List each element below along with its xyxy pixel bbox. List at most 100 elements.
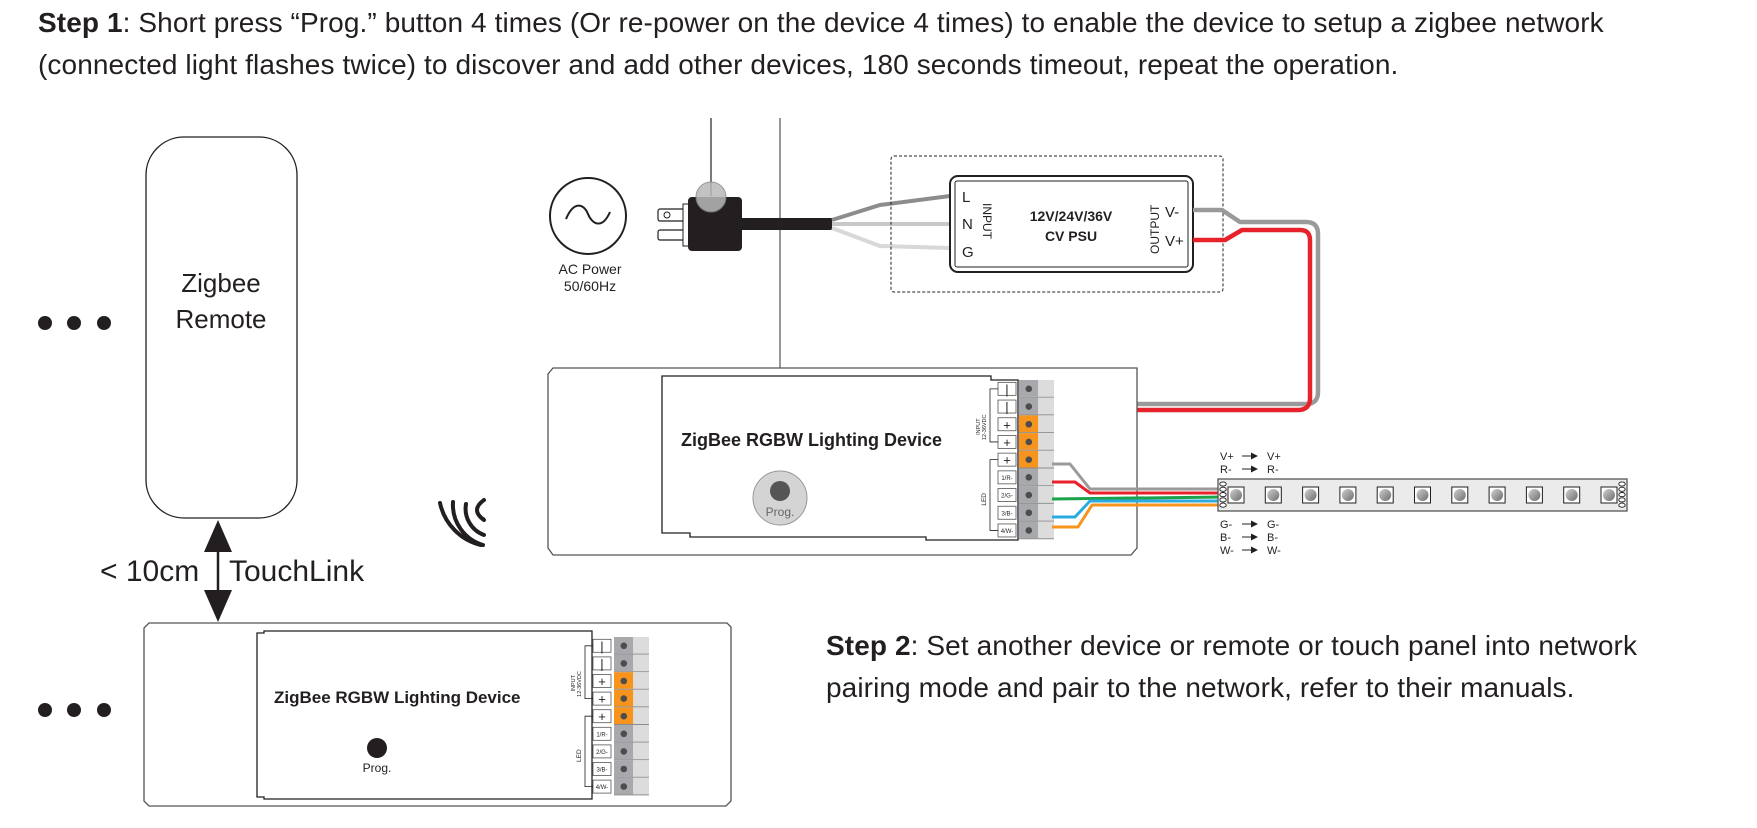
terminal-screw — [620, 765, 628, 773]
strip-mapping-row: B-B- — [1220, 532, 1278, 544]
terminal-label: | — [600, 639, 603, 654]
dc-wires — [1050, 207, 1321, 427]
psu-terminal-g: G — [962, 244, 974, 261]
terminal-label: 3/B- — [1001, 511, 1012, 517]
led-wires — [1051, 462, 1226, 529]
led-group-label: LED — [981, 493, 988, 506]
led-chip — [1302, 486, 1320, 504]
psu-output-label: OUTPUT — [1148, 204, 1162, 254]
led-chip — [1414, 486, 1431, 504]
led-chip — [1227, 486, 1245, 504]
terminal-6: 1/R- — [997, 468, 1054, 487]
sine-wave-icon — [565, 204, 611, 225]
terminal-label: 2/G- — [1001, 494, 1013, 500]
terminal-screw — [620, 642, 628, 650]
terminal-label: 2/G- — [596, 750, 608, 756]
prog-button[interactable]: Prog. — [752, 470, 808, 526]
psu-terminal-l: L — [962, 189, 970, 206]
terminal-5: + — [997, 450, 1054, 469]
svg-text:W-: W- — [1267, 545, 1281, 557]
terminal-label: + — [598, 674, 606, 689]
psu: L N G INPUT 12V/24V/36V CV PSU OUTPUT V-… — [890, 155, 1224, 293]
terminal-screw — [620, 695, 628, 702]
terminal-screw — [1025, 527, 1033, 534]
terminal-screw — [620, 712, 628, 720]
terminal-label: | — [600, 656, 603, 671]
svg-text:G-: G- — [1267, 519, 1280, 531]
svg-text:V+: V+ — [1220, 451, 1234, 463]
input-group-label: INPUT — [976, 418, 982, 435]
terminal-screw — [620, 730, 628, 738]
terminal-screw — [1025, 420, 1033, 428]
touchlink-distance: < 10cm — [100, 555, 199, 588]
terminal-label: + — [598, 709, 606, 724]
wireless-signal-icon — [438, 498, 486, 547]
psu-terminal-vplus: V+ — [1165, 233, 1184, 250]
terminal-2: | — [592, 654, 649, 673]
ac-power-source: AC Power 50/60Hz — [549, 177, 627, 294]
led-chip — [1488, 486, 1506, 504]
psu-type: CV PSU — [1045, 228, 1097, 244]
input-group-voltage: 12-36VDC — [577, 671, 583, 697]
terminal-8: 3/B- — [592, 760, 649, 778]
input-group-label: INPUT — [571, 674, 577, 691]
terminal-3: + — [997, 415, 1054, 434]
terminal-5: + — [592, 707, 649, 725]
svg-text:B-: B- — [1220, 532, 1231, 544]
step1-text: : Short press “Prog.” button 4 times (Or… — [38, 7, 1604, 80]
psu-terminal-n: N — [962, 216, 973, 233]
touchlink-label: TouchLink — [229, 555, 365, 588]
terminal-4: + — [997, 433, 1054, 451]
terminal-label: + — [1003, 435, 1011, 450]
terminal-label: 4/W- — [596, 785, 609, 791]
terminal-6: 1/R- — [592, 725, 649, 743]
device2-title: ZigBee RGBW Lighting Device — [274, 688, 521, 707]
strip-solder-pads-right — [1618, 481, 1626, 508]
step1-instructions: Step 1: Short press “Prog.” button 4 tim… — [38, 2, 1748, 86]
terminal-8: 3/B- — [997, 503, 1054, 522]
led-chip — [1451, 486, 1469, 504]
terminal-label: + — [1003, 453, 1011, 468]
terminal-screw — [620, 660, 628, 667]
svg-text:G-: G- — [1220, 519, 1233, 531]
psu-terminal-vminus: V- — [1165, 204, 1179, 221]
zigbee-remote: Zigbee Remote — [145, 136, 298, 519]
terminal-9: 4/W- — [592, 777, 649, 796]
svg-text:V+: V+ — [1267, 451, 1281, 463]
terminal-screw — [1025, 403, 1033, 410]
more-devices-dots-top — [38, 316, 111, 330]
arrow-right-icon — [1251, 546, 1258, 554]
strip-mapping-bottom: G-G-B-B-W-W- — [1220, 519, 1281, 557]
prog-button2-label: Prog. — [363, 761, 392, 775]
arrow-right-icon — [1251, 533, 1258, 541]
touchlink-arrow-icon — [204, 520, 232, 622]
terminal-label: 1/R- — [596, 732, 607, 738]
svg-text:R-: R- — [1220, 464, 1232, 476]
terminal-7: 2/G- — [592, 742, 649, 761]
terminal-screw — [1025, 438, 1033, 446]
strip-mapping-row: V+ V+ — [1220, 451, 1281, 463]
terminal-label: | — [1005, 382, 1008, 397]
terminal-screw — [1025, 456, 1033, 463]
terminal-7: 2/G- — [997, 486, 1054, 504]
led-chip — [1376, 486, 1394, 504]
led-chip — [1525, 486, 1543, 504]
power-plug — [657, 181, 832, 251]
prog-button-secondary[interactable]: Prog. — [363, 738, 392, 775]
terminal-label: + — [1003, 417, 1011, 432]
led-strip: V+V+R-R- G-G-B-B-W-W- — [1217, 451, 1628, 557]
strip-mapping-row: G- G- — [1220, 519, 1280, 531]
led-chip — [1600, 486, 1618, 504]
svg-text:R-: R- — [1267, 464, 1279, 476]
remote-label-line2: Remote — [175, 304, 266, 334]
terminal-2: | — [997, 397, 1054, 416]
terminal-1: | — [592, 637, 649, 655]
terminal-label: 4/W- — [1001, 529, 1014, 535]
led-chip — [1563, 486, 1581, 504]
ac-power-label-line2: 50/60Hz — [564, 278, 616, 294]
remote-label-line1: Zigbee — [181, 268, 261, 298]
psu-voltage: 12V/24V/36V — [1030, 208, 1113, 224]
step2-text: : Set another device or remote or touch … — [826, 630, 1638, 703]
